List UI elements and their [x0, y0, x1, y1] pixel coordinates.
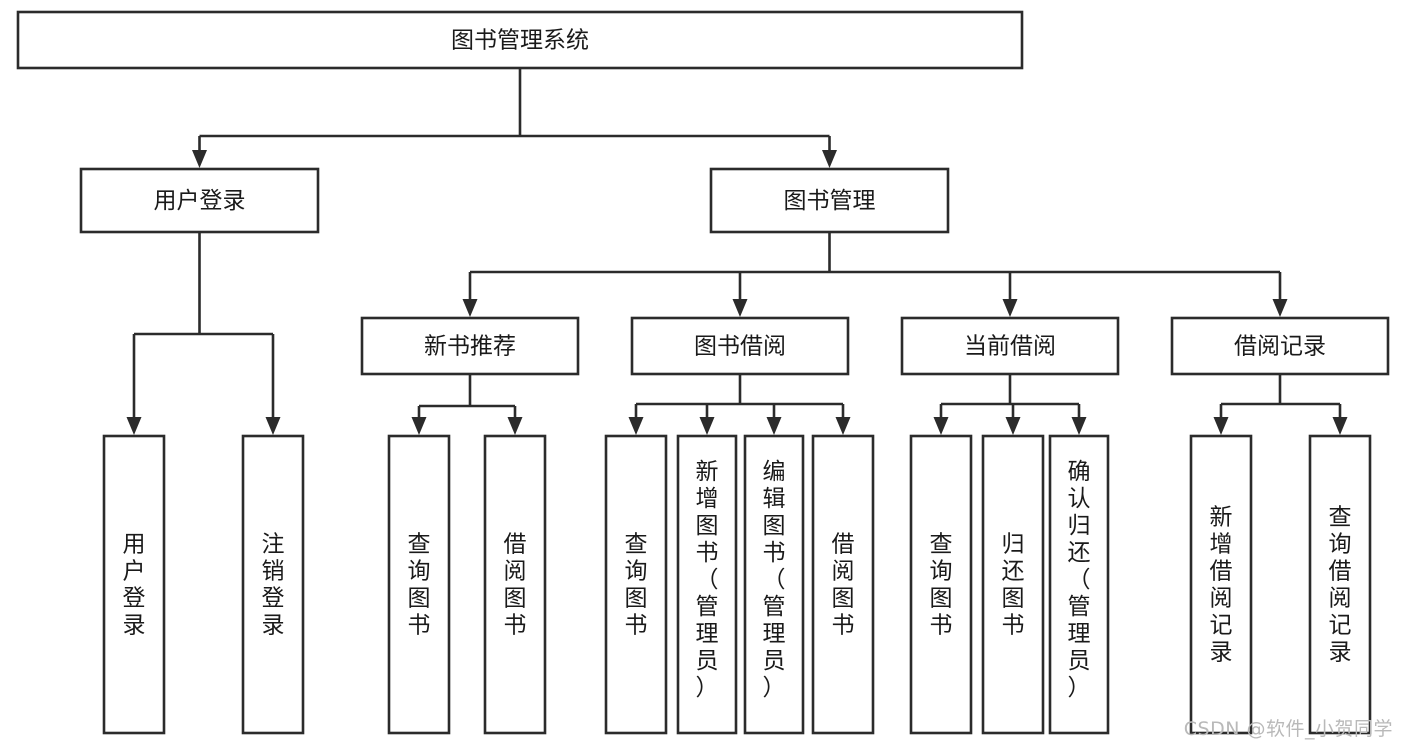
node-current-borrow-label: 当前借阅 [964, 334, 1056, 360]
node-leaf-query-book-3[interactable]: 查询图书 [909, 434, 973, 735]
node-leaf-user-login[interactable]: 用户登录 [102, 434, 166, 735]
arrowhead-icon [1213, 417, 1229, 435]
arrowhead-icon [265, 417, 281, 435]
node-leaf-borrow-book-2[interactable]: 借阅图书 [811, 434, 875, 735]
node-leaf-query-book-3-box[interactable] [909, 434, 973, 735]
node-book-manage-box[interactable] [709, 167, 950, 234]
edge-group-book-manage [462, 232, 1288, 317]
arrowhead-icon [1005, 417, 1021, 435]
edge-group-root [192, 68, 837, 168]
arrowhead-icon [462, 299, 478, 317]
node-book-borrow[interactable]: 图书借阅 [630, 316, 850, 376]
node-current-borrow-box[interactable] [900, 316, 1120, 376]
arrowhead-icon [1002, 299, 1018, 317]
node-leaf-add-record-label: 新增借阅记录 [1210, 505, 1233, 666]
edges-layer [126, 68, 1348, 435]
node-book-borrow-box[interactable] [630, 316, 850, 376]
arrowhead-icon [699, 417, 715, 435]
node-leaf-query-record[interactable]: 查询借阅记录 [1308, 434, 1372, 735]
node-book-manage[interactable]: 图书管理 [709, 167, 950, 234]
node-current-borrow[interactable]: 当前借阅 [900, 316, 1120, 376]
node-leaf-confirm-return-box[interactable] [1048, 434, 1110, 735]
node-leaf-add-record-box[interactable] [1189, 434, 1253, 735]
arrowhead-icon [628, 417, 644, 435]
node-leaf-edit-book-box[interactable] [743, 434, 805, 735]
edge-group-book-borrow [628, 374, 851, 435]
arrowhead-icon [933, 417, 949, 435]
node-leaf-edit-book[interactable]: 编辑图书（管理员） [743, 434, 805, 735]
node-leaf-borrow-book-1[interactable]: 借阅图书 [483, 434, 547, 735]
node-leaf-borrow-book-1-label: 借阅图书 [504, 532, 527, 639]
edge-group-new-book-rec [411, 374, 523, 435]
node-leaf-add-record[interactable]: 新增借阅记录 [1189, 434, 1253, 735]
node-user-login[interactable]: 用户登录 [79, 167, 320, 234]
node-new-book-rec[interactable]: 新书推荐 [360, 316, 580, 376]
node-leaf-query-record-box[interactable] [1308, 434, 1372, 735]
node-leaf-confirm-return-label: 确认归还（管理员） [1068, 459, 1091, 701]
node-leaf-user-login-label: 用户登录 [123, 532, 146, 639]
node-leaf-logout-box[interactable] [241, 434, 305, 735]
node-borrow-record[interactable]: 借阅记录 [1170, 316, 1390, 376]
arrowhead-icon [1332, 417, 1348, 435]
node-leaf-logout-label: 注销登录 [262, 532, 285, 639]
node-root-label: 图书管理系统 [451, 28, 589, 54]
node-root[interactable]: 图书管理系统 [16, 10, 1024, 70]
node-leaf-edit-book-label: 编辑图书（管理员） [763, 459, 786, 701]
node-leaf-user-login-box[interactable] [102, 434, 166, 735]
arrowhead-icon [822, 150, 837, 168]
node-new-book-rec-label: 新书推荐 [424, 334, 516, 360]
node-leaf-query-book-2[interactable]: 查询图书 [604, 434, 668, 735]
node-leaf-confirm-return[interactable]: 确认归还（管理员） [1048, 434, 1110, 735]
node-leaf-query-book-1[interactable]: 查询图书 [387, 434, 451, 735]
node-leaf-add-book-label: 新增图书（管理员） [696, 459, 719, 701]
node-leaf-add-book-box[interactable] [676, 434, 738, 735]
arrowhead-icon [732, 299, 748, 317]
node-user-login-box[interactable] [79, 167, 320, 234]
node-leaf-logout[interactable]: 注销登录 [241, 434, 305, 735]
edge-group-user-login [126, 232, 281, 435]
node-leaf-query-record-label: 查询借阅记录 [1329, 505, 1352, 666]
node-new-book-rec-box[interactable] [360, 316, 580, 376]
node-leaf-return-book-label: 归还图书 [1002, 532, 1025, 639]
arrowhead-icon [835, 417, 851, 435]
node-borrow-record-box[interactable] [1170, 316, 1390, 376]
node-leaf-add-book[interactable]: 新增图书（管理员） [676, 434, 738, 735]
arrowhead-icon [192, 150, 207, 168]
arrowhead-icon [1272, 299, 1288, 317]
arrowhead-icon [1071, 417, 1087, 435]
node-leaf-return-book-box[interactable] [981, 434, 1045, 735]
nodes-layer: 图书管理系统用户登录图书管理新书推荐图书借阅当前借阅借阅记录用户登录注销登录查询… [16, 10, 1390, 735]
node-leaf-query-book-3-label: 查询图书 [930, 532, 953, 639]
node-book-borrow-label: 图书借阅 [694, 334, 786, 360]
edge-group-borrow-record [1213, 374, 1348, 435]
node-book-manage-label: 图书管理 [784, 188, 876, 214]
node-leaf-borrow-book-2-box[interactable] [811, 434, 875, 735]
node-leaf-borrow-book-2-label: 借阅图书 [832, 532, 855, 639]
node-user-login-label: 用户登录 [154, 188, 246, 214]
node-leaf-return-book[interactable]: 归还图书 [981, 434, 1045, 735]
arrowhead-icon [126, 417, 142, 435]
arrowhead-icon [411, 417, 427, 435]
node-leaf-query-book-2-box[interactable] [604, 434, 668, 735]
node-leaf-query-book-1-label: 查询图书 [408, 532, 431, 639]
edge-group-current-borrow [933, 374, 1087, 435]
node-borrow-record-label: 借阅记录 [1234, 334, 1326, 360]
node-root-box[interactable] [16, 10, 1024, 70]
node-leaf-query-book-1-box[interactable] [387, 434, 451, 735]
arrowhead-icon [766, 417, 782, 435]
arrowhead-icon [507, 417, 523, 435]
node-leaf-borrow-book-1-box[interactable] [483, 434, 547, 735]
node-leaf-query-book-2-label: 查询图书 [625, 532, 648, 639]
